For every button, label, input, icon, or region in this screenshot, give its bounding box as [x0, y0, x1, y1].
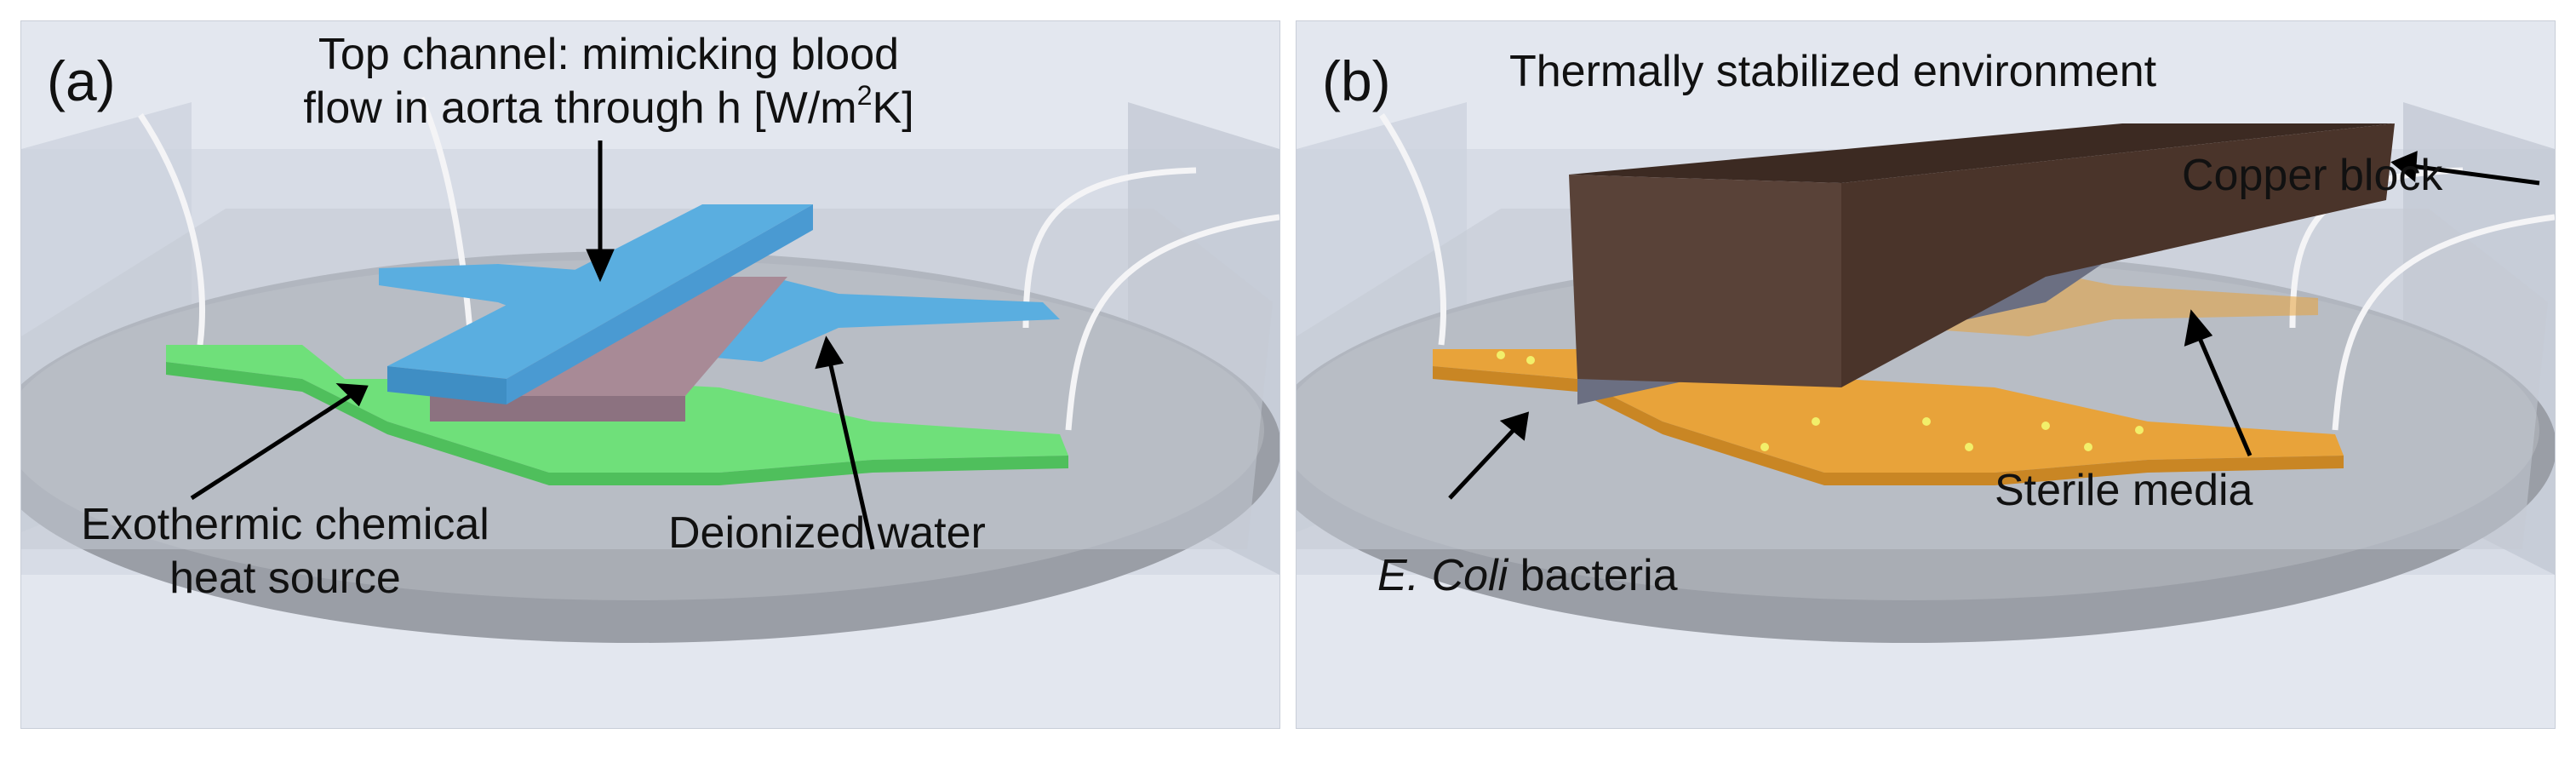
- arrow-water: [827, 361, 875, 550]
- arrow-heat-source-head: [335, 383, 369, 407]
- arrows: [190, 141, 875, 550]
- bacteria-label-italic: E. Coli: [1377, 551, 1508, 600]
- tube-3: [1022, 167, 1197, 329]
- arrow-water-head: [815, 335, 844, 370]
- top-channel-label-line2: flow in aorta through h [W/m2K]: [183, 82, 1034, 135]
- top-channel-front: [387, 366, 507, 404]
- bacteria-dot: [2041, 422, 2050, 430]
- top-channel-label-line2-post: K]: [872, 83, 914, 134]
- top-channel-label-line2-pre: flow in aorta through h [W/m: [303, 83, 857, 134]
- bacteria-dot: [2135, 426, 2144, 434]
- arrow-top-channel-head: [586, 249, 615, 283]
- heat-source-label-line2: heat source: [169, 553, 401, 604]
- arrow-copper-shaft: [2411, 163, 2540, 186]
- heat-source-channel-edge: [166, 362, 1068, 485]
- copper-block-side: [1841, 123, 2395, 387]
- panel-b: (b) Thermally stabilized environment Cop…: [1296, 20, 2556, 729]
- copper-block-top: [1569, 123, 2395, 183]
- arrow-bacteria: [1448, 428, 1515, 500]
- arrow-copper-head: [2390, 151, 2418, 182]
- bacteria-dot: [1965, 443, 1973, 451]
- bacteria-dot: [1922, 417, 1931, 426]
- top-channel-top: [387, 204, 813, 379]
- heat-source-label: Exothermic chemical heat source: [30, 498, 541, 606]
- arrow-sterile: [2196, 335, 2253, 456]
- bacteria-dot: [1760, 443, 1769, 451]
- tube-4: [1065, 214, 1279, 431]
- top-channel-label: Top channel: mimicking blood flow in aor…: [183, 28, 1034, 136]
- tube-1: [138, 113, 205, 346]
- top-channel-side: [507, 204, 813, 404]
- heat-source-label-line1: Exothermic chemical: [81, 500, 489, 549]
- panel-letter-b: (b): [1322, 49, 1391, 112]
- top-channel-label-sup: 2: [856, 79, 873, 111]
- arrow-bacteria-head: [1499, 411, 1530, 441]
- panel-a-scene: [21, 96, 1279, 643]
- water-label: Deionized water: [668, 508, 986, 558]
- copper-block-front: [1569, 175, 1841, 387]
- arrows: [1448, 151, 2540, 500]
- bacteria-dot: [1812, 417, 1820, 426]
- bacteria-dot: [1526, 356, 1535, 364]
- bacteria-dot: [1497, 351, 1505, 359]
- top-channel-label-line1: Top channel: mimicking blood: [318, 30, 900, 79]
- sterile-label: Sterile media: [1995, 466, 2253, 515]
- tube-1: [1379, 113, 1446, 346]
- bacteria-channel-edge: [1433, 366, 2344, 485]
- bacteria-label: E. Coli bacteria: [1377, 549, 1678, 603]
- panel-a: (a) Top channel: mimicking blood flow in…: [20, 20, 1280, 729]
- copper-label: Copper block: [2182, 151, 2443, 200]
- arrow-sterile-head: [2184, 309, 2213, 347]
- bacteria-dot: [2084, 443, 2092, 451]
- panel-b-scene: [1297, 102, 2555, 643]
- environment-label: Thermally stabilized environment: [1509, 47, 2157, 96]
- bacteria-dots: [1497, 351, 2144, 451]
- tube-3: [2332, 214, 2555, 431]
- panel-letter-a: (a): [47, 49, 116, 112]
- tube-2: [418, 96, 476, 363]
- bacteria-label-rest: bacteria: [1508, 551, 1678, 600]
- arrow-heat-source: [190, 393, 352, 501]
